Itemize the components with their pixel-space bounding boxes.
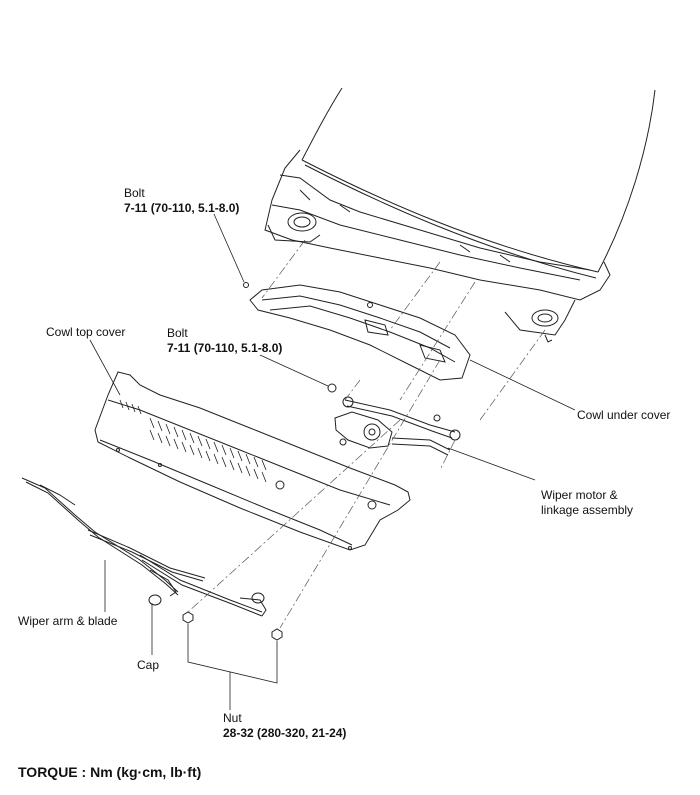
label-cowl-under-cover: Cowl under cover: [577, 408, 670, 423]
torque-note: TORQUE : Nm (kg·cm, lb·ft): [18, 764, 202, 780]
bolt-top-name: Bolt: [124, 186, 145, 200]
nut-left: [182, 611, 194, 624]
bolt-top-spec: 7-11 (70-110, 5.1-8.0): [124, 201, 240, 215]
cap-part-2: [251, 592, 265, 604]
bolt-mid-name: Bolt: [167, 326, 188, 340]
bolt-mid-marker: [327, 383, 337, 393]
label-wiper-motor: Wiper motor & linkage assembly: [541, 488, 633, 518]
label-bolt-top: Bolt 7-11 (70-110, 5.1-8.0): [124, 186, 239, 216]
wiper-motor-line-2: linkage assembly: [541, 503, 634, 517]
body-panel: [264, 149, 611, 343]
alignment-lines: [187, 239, 546, 629]
cap-text: Cap: [137, 658, 160, 672]
bolt-mid-spec: 7-11 (70-110, 5.1-8.0): [167, 341, 283, 355]
windshield: [301, 87, 656, 279]
label-cowl-top-cover: Cowl top cover: [46, 325, 125, 340]
nut-right: [271, 628, 283, 641]
label-nut: Nut 28-32 (280-320, 21-24): [223, 711, 346, 741]
label-wiper-arm: Wiper arm & blade: [18, 614, 117, 629]
cowl-under-cover-text: Cowl under cover: [577, 408, 671, 422]
nut-spec: 28-32 (280-320, 21-24): [223, 726, 347, 740]
wiper-arm-right: [87, 529, 267, 617]
nut-name: Nut: [223, 711, 242, 725]
label-bolt-mid: Bolt 7-11 (70-110, 5.1-8.0): [167, 326, 282, 356]
wiper-motor-linkage: [334, 396, 461, 456]
bolt-top-marker: [243, 282, 249, 288]
cap-part: [148, 594, 162, 606]
cowl-under-cover: [249, 284, 471, 381]
wiper-arm-text: Wiper arm & blade: [18, 614, 118, 628]
wiper-motor-line-1: Wiper motor &: [541, 488, 618, 502]
label-cap: Cap: [137, 658, 159, 673]
leader-lines: [89, 213, 576, 710]
cowl-top-cover: [94, 371, 411, 551]
wiper-arm-left: [21, 477, 179, 597]
cowl-top-cover-text: Cowl top cover: [46, 325, 126, 339]
